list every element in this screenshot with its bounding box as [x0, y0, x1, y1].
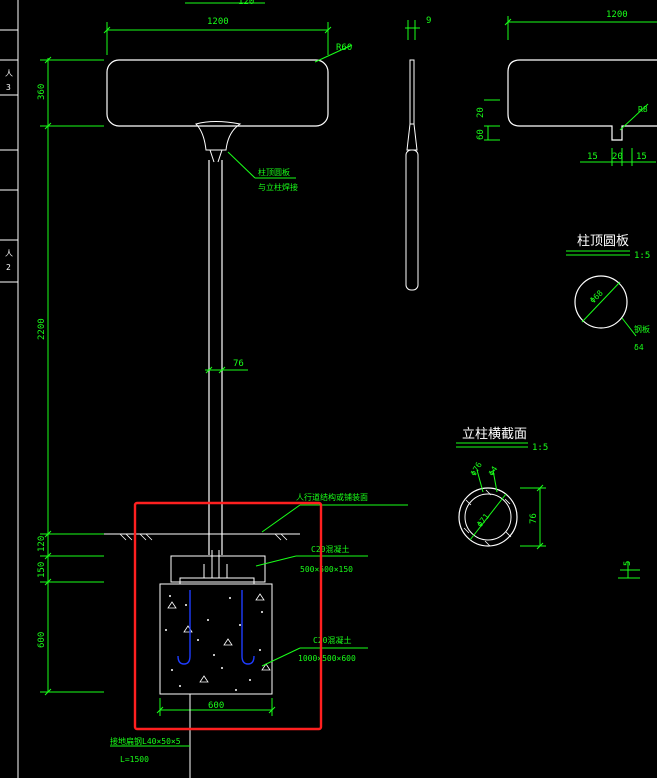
detail-radius-label: R8 [638, 105, 648, 114]
strip-mark-1: 人 [5, 69, 13, 78]
cap-height-dim: 150 [37, 562, 47, 578]
section-outer-circle [458, 487, 518, 547]
highlight-box [133, 501, 323, 731]
panel-width-dim: 1200 [207, 17, 229, 27]
side-view: 9 [405, 16, 431, 291]
pipe-diameter-dim: 76 [233, 359, 244, 369]
note-footing-size: 1000×500×600 [298, 654, 356, 663]
side-thickness-dim: 9 [426, 16, 431, 26]
note-grounding-line2: L=1500 [120, 755, 149, 764]
cap-plate-detail: 柱顶圆板 1:5 Φ68 钢板 δ4 [566, 234, 650, 352]
cap-plate-title: 柱顶圆板 [577, 234, 629, 249]
grade-dim: 120 [37, 536, 47, 552]
section-height-dim: 76 [529, 513, 539, 524]
note-footing-concrete: C20混凝土 [313, 635, 351, 645]
cap-plate-material: 钢板 [634, 324, 650, 334]
strip-mark-2: 3 [6, 83, 11, 92]
detail-bottom-dim-1: 15 [587, 152, 598, 162]
sign-elevation: 120 1200 R60 柱顶圆板 与立柱焊接 76 [37, 0, 408, 778]
detail-panel-outline [507, 59, 657, 141]
note-ground: 人行道结构或铺装面 [296, 492, 368, 502]
section-wall-label: Φ71 [475, 512, 491, 529]
section-inner-circle [464, 493, 512, 541]
left-title-strip [0, 0, 19, 778]
detail-height-a: 20 [476, 107, 486, 118]
base-plate [179, 577, 255, 585]
cap-plate-diameter: Φ68 [588, 288, 605, 305]
strip-mark-3: 人 [5, 249, 13, 258]
note-cap-concrete: C20混凝土 [311, 544, 349, 554]
cap-plate-scale: 1:5 [634, 251, 650, 261]
section-inner-label: Φ4 [487, 465, 500, 478]
detail-height-b: 60 [476, 129, 486, 140]
panel-width-dimension [103, 22, 332, 55]
corner-radius-label: R60 [336, 43, 352, 53]
cap-plate-thickness: δ4 [634, 343, 644, 352]
side-panel [409, 59, 415, 125]
detail-bottom-dim-2: 20 [612, 152, 623, 162]
footing-height-dim: 600 [37, 632, 47, 648]
concrete-cap [170, 555, 266, 583]
footing-width-dim: 600 [208, 701, 224, 711]
concrete-footing [159, 583, 273, 695]
vertical-dimension-chain [40, 56, 104, 696]
note-column-cap-line1: 柱顶圆板 [258, 167, 290, 177]
note-cap-size: 500×500×150 [300, 565, 353, 574]
note-column-cap-line2: 与立柱焊接 [258, 182, 298, 192]
column-height-dim: 2200 [37, 318, 47, 340]
column-section: 立柱横截面 1:5 Φ76 Φ4 Φ71 76 5 [456, 427, 640, 579]
side-column [405, 149, 419, 291]
footing-aggregate [165, 595, 263, 691]
panel-detail: 1200 R8 20 60 15 20 15 [476, 10, 657, 166]
anchor-bolts [177, 590, 255, 665]
column-section-scale: 1:5 [532, 443, 548, 453]
column-transition-bracket [195, 121, 242, 151]
top-partial-dim: 120 [238, 0, 254, 7]
strip-mark-4: 2 [6, 263, 11, 272]
detail-bottom-dim-3: 15 [636, 152, 647, 162]
section-outer-label: Φ76 [469, 460, 484, 477]
detail-width-dim: 1200 [606, 10, 628, 20]
sign-panel [106, 59, 329, 127]
column-section-title: 立柱横截面 [462, 427, 527, 442]
section-side-dim: 5 [623, 561, 633, 566]
note-grounding-line1: 接地扁钢L40×50×5 [110, 736, 181, 746]
cap-plate-circle [574, 275, 628, 329]
panel-height-dim: 360 [37, 84, 47, 100]
